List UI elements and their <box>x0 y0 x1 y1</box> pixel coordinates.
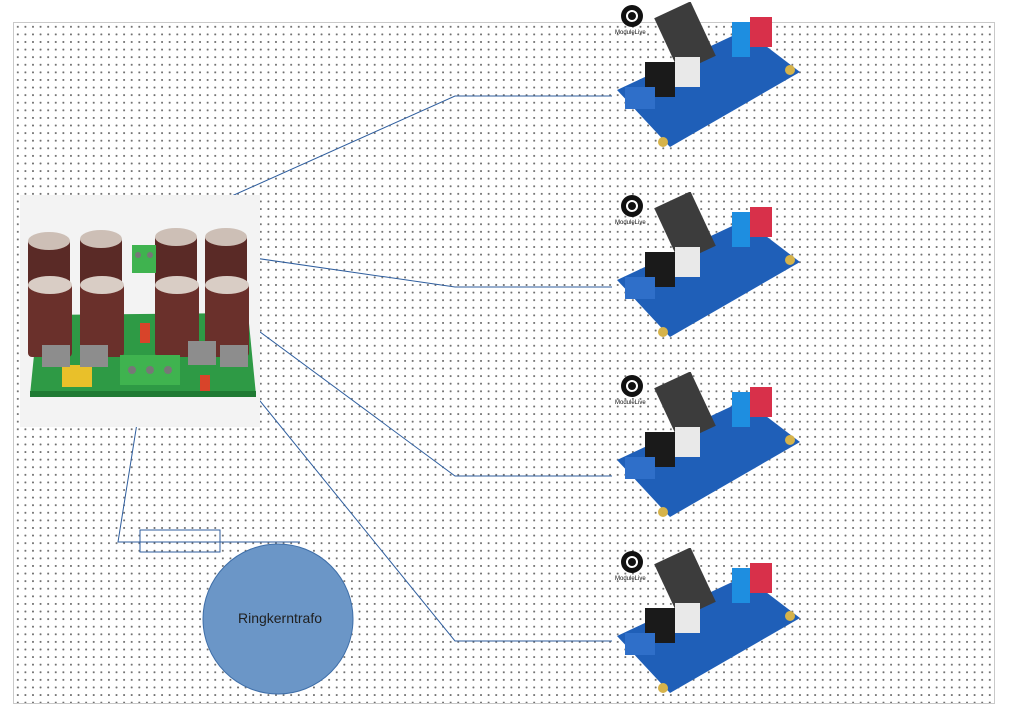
amplifier-module-2: ModuleLive <box>615 192 800 337</box>
amplifier-module-4: ModuleLive <box>615 548 800 693</box>
brand-logo: ModuleLive <box>615 375 646 406</box>
brand-text: ModuleLive <box>615 400 646 406</box>
wire-to-amp-1 <box>137 95 612 239</box>
brand-text: ModuleLive <box>615 220 646 226</box>
amplifier-module-3: ModuleLive <box>615 372 800 517</box>
toroidal-transformer-circle <box>202 543 354 695</box>
dotted-grid-canvas <box>13 22 995 704</box>
wire-to-amp-4 <box>229 363 612 642</box>
brand-text: ModuleLive <box>615 576 646 582</box>
brand-logo: ModuleLive <box>615 551 646 582</box>
power-supply-board-photo <box>20 195 260 427</box>
wire-to-fuse <box>117 391 143 543</box>
fuse-rectangle <box>139 529 221 553</box>
transformer-label: Ringkerntrafo <box>237 610 323 626</box>
brand-text: ModuleLive <box>615 30 646 36</box>
amplifier-module-1: ModuleLive <box>615 2 800 147</box>
brand-logo: ModuleLive <box>615 195 646 226</box>
brand-logo: ModuleLive <box>615 5 646 36</box>
